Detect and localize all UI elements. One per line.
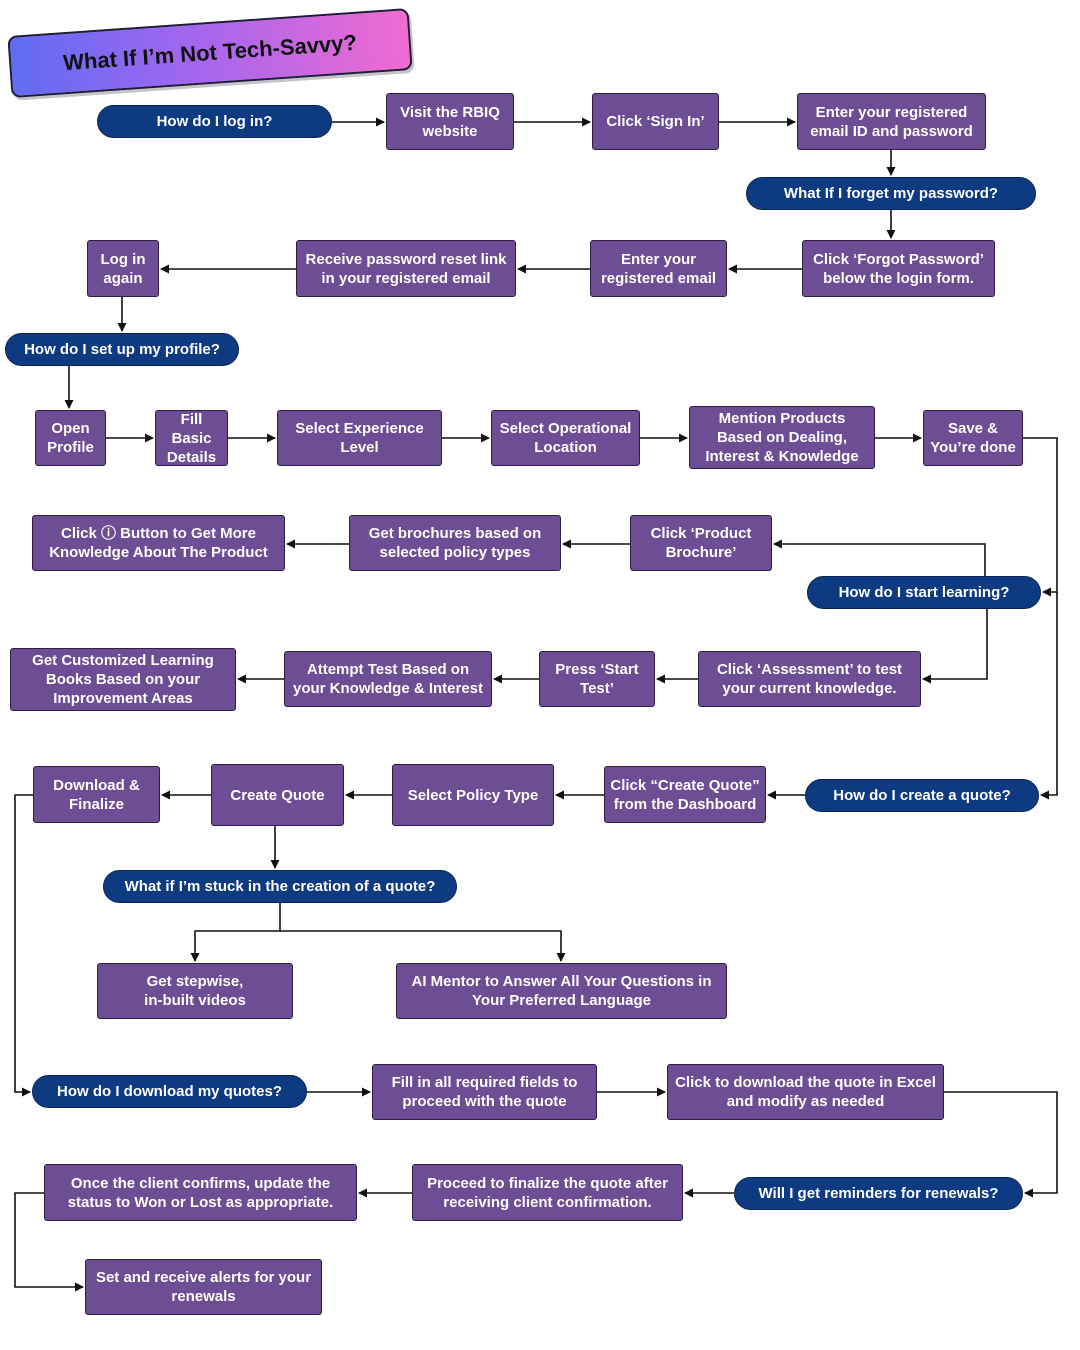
- step-click-product-brochure: Click ‘Product Brochure’: [630, 515, 772, 571]
- step-select-experience: Select Experience Level: [277, 410, 442, 466]
- step-fill-required-fields: Fill in all required fields to proceed w…: [372, 1064, 597, 1120]
- connector-q-stuck-quote-to-ai-mentor: [280, 930, 566, 962]
- connector-q-start-learning-to-click-product-brochure: [773, 539, 986, 576]
- question-forgot-password: What If I forget my password?: [746, 177, 1036, 210]
- connector-save-done-to-q-start-learning: [1023, 437, 1058, 597]
- question-stuck-quote: What if I’m stuck in the creation of a q…: [103, 870, 457, 903]
- connector-update-status-to-renewal-alerts: [14, 1192, 84, 1292]
- step-log-in-again: Log in again: [87, 240, 159, 297]
- step-click-info-button: Click ⓘ Button to Get More Knowledge Abo…: [32, 515, 285, 571]
- step-click-assessment: Click ‘Assessment’ to test your current …: [698, 651, 921, 707]
- step-stepwise-videos: Get stepwise, in-built videos: [97, 963, 293, 1019]
- step-select-policy-type: Select Policy Type: [392, 764, 554, 826]
- step-visit-rbiq: Visit the RBIQ website: [386, 93, 514, 150]
- question-download-quotes: How do I download my quotes?: [32, 1075, 307, 1108]
- step-click-sign-in: Click ‘Sign In’: [592, 93, 719, 150]
- step-update-status: Once the client confirms, update the sta…: [44, 1164, 357, 1221]
- step-renewal-alerts: Set and receive alerts for your renewals: [85, 1259, 322, 1315]
- step-save-done: Save & You’re done: [923, 410, 1023, 466]
- step-create-quote: Create Quote: [211, 764, 344, 826]
- step-download-excel: Click to download the quote in Excel and…: [667, 1064, 944, 1120]
- question-start-learning: How do I start learning?: [807, 576, 1041, 609]
- step-receive-reset-link: Receive password reset link in your regi…: [296, 240, 516, 297]
- step-ai-mentor: AI Mentor to Answer All Your Questions i…: [396, 963, 727, 1019]
- connector-save-done-to-q-create-quote: [1040, 592, 1058, 800]
- question-login: How do I log in?: [97, 105, 332, 138]
- step-get-brochures: Get brochures based on selected policy t…: [349, 515, 561, 571]
- step-press-start-test: Press ‘Start Test’: [539, 651, 655, 707]
- connector-q-stuck-quote-to-stepwise-videos: [190, 903, 281, 962]
- step-fill-basic-details: Fill Basic Details: [155, 410, 228, 466]
- question-reminders: Will I get reminders for renewals?: [734, 1177, 1023, 1210]
- step-click-forgot-password: Click ‘Forgot Password’ below the login …: [802, 240, 995, 297]
- connector-download-finalize-to-q-download-quotes: [14, 794, 33, 1097]
- question-create-quote: How do I create a quote?: [805, 779, 1039, 812]
- step-learning-books: Get Customized Learning Books Based on y…: [10, 648, 236, 711]
- step-select-location: Select Operational Location: [491, 410, 640, 466]
- question-setup-profile: How do I set up my profile?: [5, 333, 239, 366]
- connector-q-start-learning-to-click-assessment: [922, 609, 988, 684]
- step-enter-credentials: Enter your registered email ID and passw…: [797, 93, 986, 150]
- connector-download-excel-to-q-reminders: [944, 1091, 1058, 1198]
- step-click-create-quote: Click “Create Quote” from the Dashboard: [604, 766, 766, 823]
- step-attempt-test: Attempt Test Based on your Knowledge & I…: [284, 651, 492, 707]
- step-open-profile: Open Profile: [35, 410, 106, 466]
- step-enter-email: Enter your registered email: [590, 240, 727, 297]
- step-download-finalize: Download & Finalize: [33, 766, 160, 823]
- step-finalize-after-confirmation: Proceed to finalize the quote after rece…: [412, 1164, 683, 1221]
- step-mention-products: Mention Products Based on Dealing, Inter…: [689, 406, 875, 469]
